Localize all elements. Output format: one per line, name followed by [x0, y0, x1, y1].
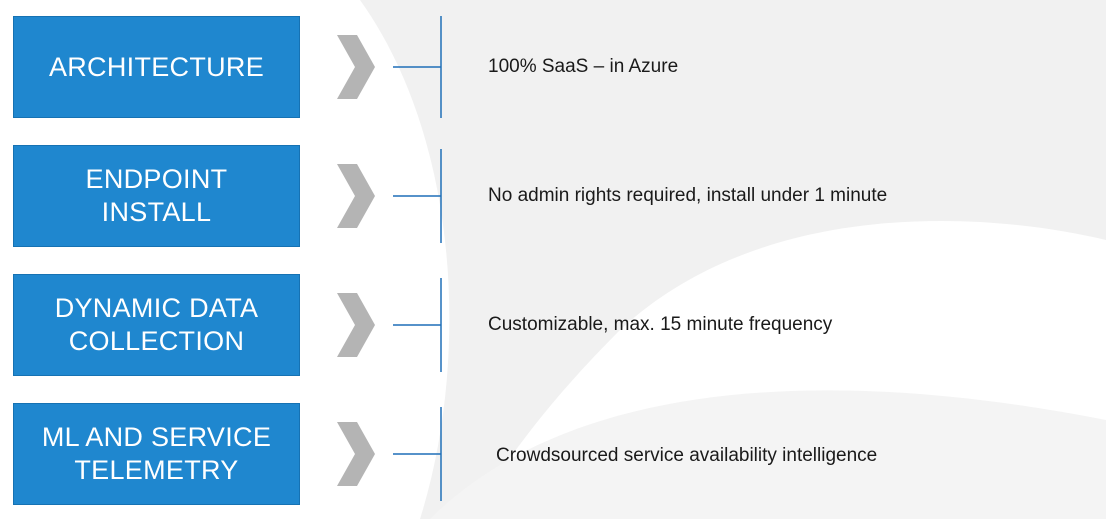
bracket-connector-icon [393, 407, 442, 501]
description-endpoint-install: No admin rights required, install under … [488, 185, 888, 206]
chevron-right-icon [337, 293, 375, 357]
chevron-right-icon [337, 164, 375, 228]
bracket-connector-icon [393, 16, 442, 118]
label-box-endpoint-install: ENDPOINT INSTALL [13, 145, 300, 247]
row-architecture: ARCHITECTURE 100% SaaS – in Azure [0, 16, 1106, 118]
label-box-ml-and-service-telemetry: ML AND SERVICE TELEMETRY [13, 403, 300, 505]
row-dynamic-data-collection: DYNAMIC DATA COLLECTION Customizable, ma… [0, 274, 1106, 376]
description-dynamic-data-collection: Customizable, max. 15 minute frequency [488, 314, 833, 335]
bracket-connector-icon [393, 149, 442, 243]
row-ml-and-service-telemetry: ML AND SERVICE TELEMETRY Crowdsourced se… [0, 403, 1106, 505]
chevron-right-icon [337, 422, 375, 486]
label-box-architecture: ARCHITECTURE [13, 16, 300, 118]
description-architecture: 100% SaaS – in Azure [488, 56, 679, 77]
chevron-right-icon [337, 35, 375, 99]
row-endpoint-install: ENDPOINT INSTALL No admin rights require… [0, 145, 1106, 247]
description-ml-and-service-telemetry: Crowdsourced service availability intell… [496, 445, 878, 466]
label-box-dynamic-data-collection: DYNAMIC DATA COLLECTION [13, 274, 300, 376]
bracket-connector-icon [393, 278, 442, 372]
